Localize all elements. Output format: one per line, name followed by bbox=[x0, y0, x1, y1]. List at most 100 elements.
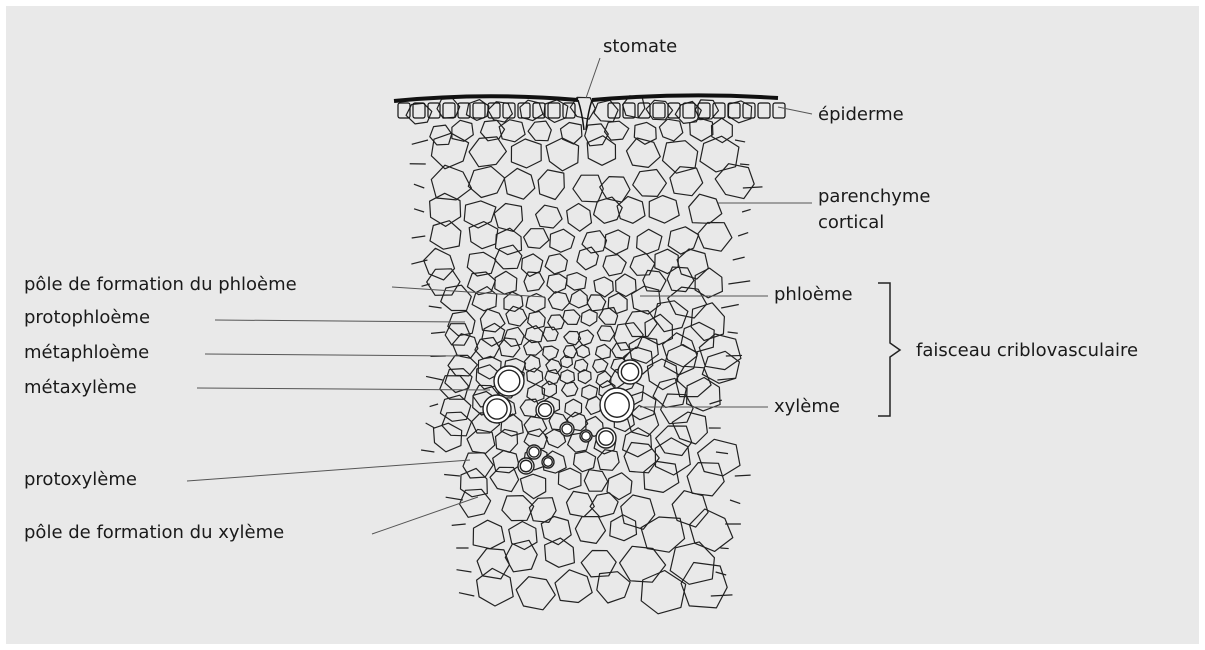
cell bbox=[538, 170, 564, 200]
cell bbox=[655, 438, 690, 475]
label-faisceau: faisceau criblovasculaire bbox=[916, 340, 1138, 362]
leader-line bbox=[215, 320, 465, 322]
cell bbox=[570, 290, 588, 308]
cell-wall-stub bbox=[452, 524, 466, 525]
cell bbox=[499, 338, 520, 357]
cell bbox=[528, 121, 551, 141]
cell bbox=[524, 272, 544, 291]
cell bbox=[574, 452, 596, 472]
cell bbox=[621, 495, 655, 529]
cell bbox=[630, 254, 655, 276]
leader-line bbox=[372, 497, 478, 534]
epidermal-cell bbox=[533, 103, 545, 118]
cell bbox=[655, 249, 678, 273]
epidermal-cell bbox=[518, 103, 530, 118]
label-protophloeme: protophloème bbox=[24, 307, 150, 329]
cuticle-left bbox=[394, 96, 578, 101]
cell bbox=[690, 509, 733, 551]
cell-wall-stub bbox=[735, 475, 751, 476]
cell bbox=[472, 287, 497, 311]
cell bbox=[634, 122, 656, 144]
cell bbox=[536, 205, 563, 228]
cell bbox=[452, 120, 473, 141]
cell bbox=[698, 223, 732, 252]
cell bbox=[594, 277, 613, 297]
cell bbox=[548, 292, 569, 311]
epidermal-cell bbox=[473, 103, 485, 118]
label-phloeme: phloème bbox=[774, 284, 853, 306]
cell bbox=[633, 170, 667, 197]
cell-wall-stub bbox=[426, 376, 443, 380]
cell bbox=[653, 378, 686, 407]
cell bbox=[546, 138, 579, 171]
cell bbox=[468, 166, 504, 197]
cell-wall-stub bbox=[716, 572, 727, 575]
cell bbox=[659, 119, 682, 141]
cell-wall-stub bbox=[728, 281, 750, 284]
cell bbox=[573, 175, 603, 202]
cell bbox=[560, 370, 575, 384]
cell-wall-stub bbox=[430, 404, 438, 407]
cell-wall-stub bbox=[743, 187, 763, 188]
epidermal-cell bbox=[773, 103, 785, 118]
cell bbox=[715, 164, 754, 199]
cell-wall-stub bbox=[733, 257, 745, 260]
cell bbox=[620, 546, 666, 582]
cell bbox=[627, 138, 661, 167]
cell-wall-stub bbox=[459, 593, 474, 596]
cell bbox=[524, 229, 549, 249]
cell bbox=[495, 245, 522, 269]
label-metaphloeme: métaphloème bbox=[24, 342, 149, 364]
label-metaxyleme: métaxylème bbox=[24, 377, 137, 399]
cell-wall-stub bbox=[720, 548, 728, 549]
label-epiderme: épiderme bbox=[818, 104, 904, 126]
cell bbox=[605, 230, 630, 254]
cell-wall-stub bbox=[412, 140, 428, 144]
label-stomate: stomate bbox=[603, 36, 677, 58]
cell bbox=[516, 577, 555, 610]
label-pole-xyleme: pôle de formation du xylème bbox=[24, 522, 284, 544]
cell bbox=[555, 570, 592, 603]
cell-wall-stub bbox=[444, 474, 460, 476]
cell-wall-stub bbox=[412, 236, 426, 238]
cell bbox=[576, 345, 589, 358]
cell bbox=[698, 439, 740, 476]
epidermal-cell bbox=[548, 103, 560, 118]
cell bbox=[607, 473, 632, 500]
cell bbox=[448, 355, 477, 376]
cell bbox=[624, 443, 659, 473]
cell bbox=[434, 423, 462, 452]
label-cortical: cortical bbox=[818, 212, 884, 234]
cell bbox=[605, 121, 629, 140]
cell-wall-stub bbox=[730, 500, 740, 504]
cell bbox=[561, 123, 582, 145]
cell-wall-stub bbox=[740, 164, 749, 165]
cell bbox=[567, 491, 595, 516]
cell-wall-stub bbox=[446, 497, 463, 500]
cell bbox=[567, 204, 592, 232]
cell bbox=[504, 327, 524, 346]
label-xyleme: xylème bbox=[774, 396, 840, 418]
cell bbox=[475, 338, 500, 359]
cell bbox=[695, 268, 722, 298]
cell bbox=[547, 274, 567, 293]
cell bbox=[676, 366, 711, 396]
cell-wall-stub bbox=[431, 332, 445, 333]
leader-line bbox=[187, 460, 470, 481]
cell bbox=[584, 470, 607, 492]
cell bbox=[504, 168, 535, 199]
epidermal-cell bbox=[758, 103, 770, 118]
leader-line bbox=[197, 388, 490, 390]
epidermal-cell bbox=[653, 103, 665, 118]
cell-wall-stub bbox=[738, 233, 748, 236]
cell bbox=[463, 453, 493, 478]
cell-wall-stub bbox=[716, 452, 728, 454]
cell-wall-stub bbox=[711, 595, 733, 596]
cell bbox=[545, 538, 575, 567]
cell bbox=[623, 428, 652, 457]
label-parenchyme: parenchyme bbox=[818, 186, 931, 208]
cell bbox=[424, 248, 455, 280]
cell-wall-stub bbox=[421, 450, 434, 452]
epidermal-cell bbox=[488, 103, 500, 118]
cell bbox=[578, 370, 591, 384]
